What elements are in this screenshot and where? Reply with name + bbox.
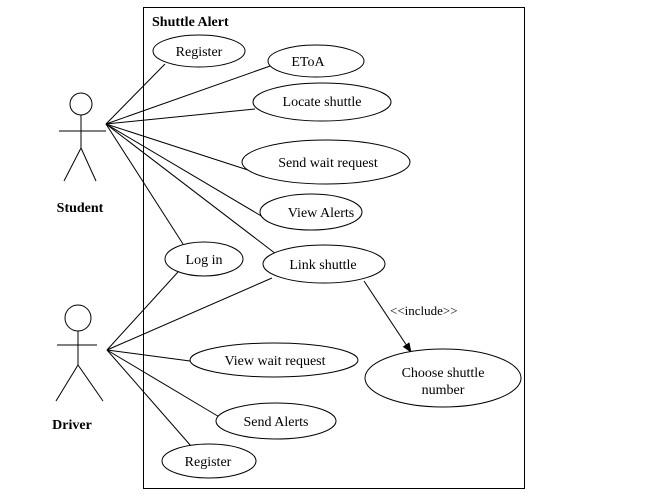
use-case-view-wait-request[interactable]: View wait request [189,342,359,378]
driver-left-leg [55,364,79,402]
association-driver-log-in [106,271,179,351]
driver-right-leg [77,364,104,402]
use-case-view-alerts[interactable]: View Alerts [259,193,363,231]
association-driver-register [106,349,192,447]
svg-text:Choose shuttle: Choose shuttle [402,366,485,381]
use-case-send-alerts[interactable]: Send Alerts [215,402,337,440]
driver-associations [106,271,273,447]
association-student-register [105,63,166,125]
student-left-leg [63,147,82,182]
student-associations [105,63,277,255]
association-student-link-shuttle [105,123,277,255]
svg-text:Log in: Log in [186,253,223,268]
svg-text:Register: Register [185,455,232,470]
student-head [69,92,93,116]
association-driver-view-wait-request [106,349,191,362]
use-case-choose-shuttle-number[interactable]: Choose shuttle number [364,348,522,408]
association-student-etoa [105,64,274,125]
association-student-send-wait-request [105,123,249,171]
use-case-register-student[interactable]: Register [152,34,246,68]
system-title: Shuttle Alert [152,15,229,30]
use-case-log-in[interactable]: Log in [164,241,244,277]
svg-text:View Alerts: View Alerts [288,206,354,221]
svg-text:Send Alerts: Send Alerts [244,415,309,430]
use-case-link-shuttle[interactable]: Link shuttle [262,244,386,284]
actor-student-label: Student [57,201,104,216]
svg-text:EToA: EToA [291,55,325,70]
svg-text:View wait request: View wait request [224,354,325,369]
actor-student [59,92,106,182]
include-label: <<include>> [390,303,458,318]
use-case-register-driver[interactable]: Register [161,443,257,479]
include-arrow [363,280,412,353]
use-case-etoa[interactable]: EToA [267,44,365,78]
svg-text:Locate shuttle: Locate shuttle [283,95,362,110]
association-student-log-in [105,123,184,245]
use-case-locate-shuttle[interactable]: Locate shuttle [252,82,392,122]
association-driver-link-shuttle [106,277,273,351]
system-boundary [143,7,525,489]
actor-driver-label: Driver [52,418,92,433]
association-student-locate-shuttle [105,108,256,125]
driver-head [64,304,92,332]
svg-text:Send wait request: Send wait request [278,156,378,171]
association-driver-send-alerts [106,349,222,419]
svg-text:Register: Register [176,45,223,60]
student-right-leg [80,147,97,182]
association-student-view-alerts [105,123,264,218]
svg-text:Link shuttle: Link shuttle [289,258,356,273]
svg-text:number: number [422,383,465,398]
actor-driver [55,304,104,402]
use-case-send-wait-request[interactable]: Send wait request [241,139,411,185]
